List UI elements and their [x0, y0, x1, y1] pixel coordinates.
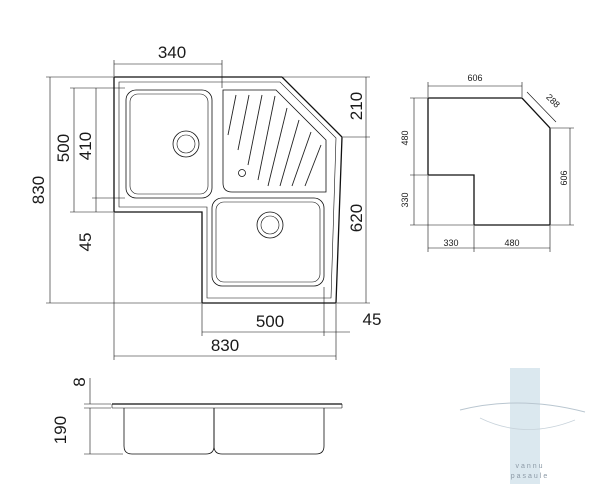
- left-bowl-inner: [129, 93, 209, 195]
- dim-top-width: 340: [158, 43, 186, 62]
- cutout-dim-right-606: 606: [559, 170, 569, 185]
- tap-hole: [238, 169, 246, 177]
- dim-left-410: 410: [76, 132, 95, 160]
- dim-left-45: 45: [76, 233, 95, 252]
- cutout-dim-bottom-480: 480: [504, 238, 519, 248]
- watermark-line2: pasaule: [511, 473, 550, 480]
- section-left-bowl: [123, 408, 215, 455]
- cutout-template: [410, 82, 574, 252]
- right-drain-inner: [260, 215, 280, 235]
- sink-outer-outline: [113, 76, 343, 304]
- left-drain-inner: [176, 134, 196, 154]
- watermark-swoosh: [459, 402, 586, 413]
- cutout-dim-left-330: 330: [400, 192, 410, 207]
- cutout-dim-left-480: 480: [400, 130, 410, 145]
- left-bowl: [125, 89, 213, 199]
- cutout-dim-top-606: 606: [467, 73, 482, 83]
- dim-right-top: 210: [347, 92, 366, 120]
- brand-watermark: vannu pasaule: [459, 368, 586, 484]
- section-dim-8: 8: [70, 377, 89, 386]
- drainboard-grooves: [227, 94, 322, 187]
- cutout-dim-bottom-330: 330: [443, 238, 458, 248]
- dim-bottom-45: 45: [363, 310, 382, 329]
- dim-left-overall: 830: [29, 176, 48, 204]
- drainboard-outline: [222, 89, 327, 193]
- left-drain-outer: [172, 130, 200, 158]
- section-right-bowl: [213, 408, 325, 455]
- watermark-bar: [510, 368, 540, 484]
- dim-left-500: 500: [54, 134, 73, 162]
- plan-view: [46, 60, 370, 360]
- right-bowl: [211, 197, 325, 287]
- watermark-line1: vannu: [515, 463, 544, 470]
- cutout-outline: [427, 97, 551, 226]
- sink-rim-inner: [118, 81, 337, 299]
- cutout-dim-diagonal-288: 288: [544, 92, 562, 110]
- dim-bottom-500: 500: [256, 312, 284, 331]
- section-view: [84, 378, 343, 455]
- right-drain-outer: [256, 211, 284, 239]
- section-dim-190: 190: [51, 416, 70, 444]
- dim-lines-plan: [46, 60, 370, 360]
- dim-lines-cutout: [410, 82, 574, 252]
- dim-lines-section: [84, 378, 123, 455]
- dim-bottom-830: 830: [211, 336, 239, 355]
- dim-right-lower: 620: [347, 204, 366, 232]
- right-bowl-inner: [215, 201, 321, 283]
